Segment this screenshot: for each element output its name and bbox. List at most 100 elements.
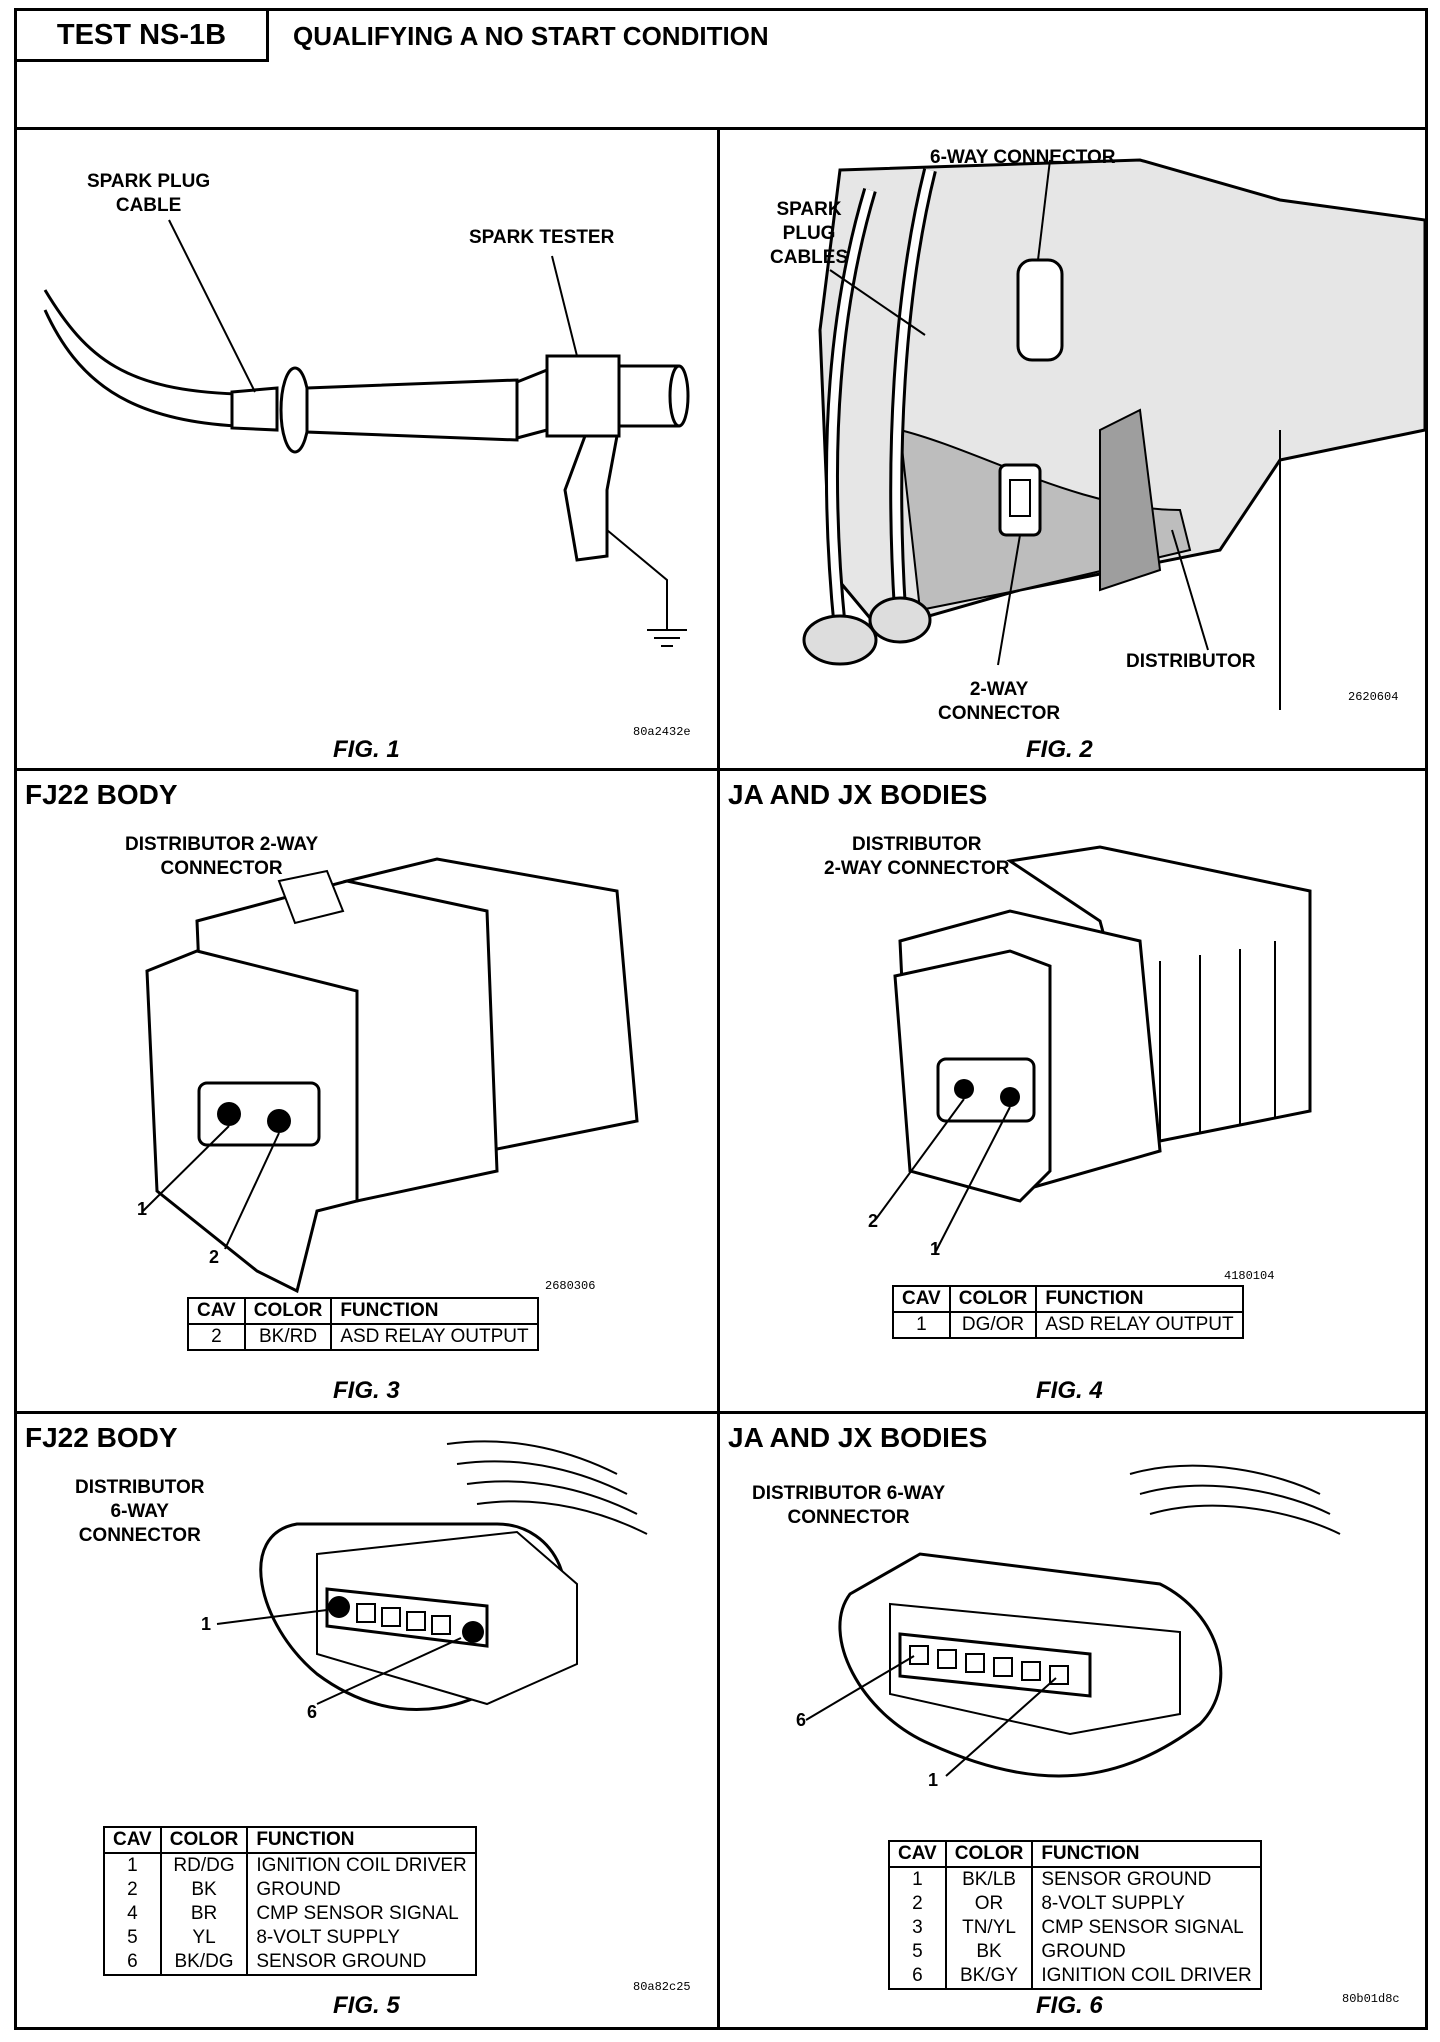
cell-cav: 6 [103,1950,162,1976]
page-header: TEST NS-1B QUALIFYING A NO START CONDITI… [17,11,1425,130]
fig4-caption: FIG. 4 [1036,1377,1103,1404]
cell-function: SENSOR GROUND [246,1950,477,1976]
fig4-code: 4180104 [1224,1269,1275,1283]
column-divider [717,127,720,2027]
fig4-pinout-table: CAV COLOR FUNCTION 1 DG/OR ASD RELAY OUT… [892,1285,1244,1339]
cell-function: GROUND [1031,1940,1262,1964]
header-cav: CAV [892,1285,951,1313]
fig6-code: 80b01d8c [1342,1992,1400,2006]
cell-color: BK/RD [243,1324,333,1351]
cell-cav: 2 [187,1324,246,1351]
fig5-connector-label: DISTRIBUTOR 6-WAY CONNECTOR [75,1477,205,1546]
cell-cav: 2 [103,1878,162,1902]
fig3-cavity-label-1: 1 [137,1199,148,1219]
distributor-illustration [802,158,1427,710]
cell-function: 8-VOLT SUPPLY [1031,1892,1262,1916]
fig1-panel: SPARK PLUG CABLE SPARK TESTER [17,130,717,768]
fig4-cavity-label-1: 1 [930,1239,941,1259]
fig6-cavity-label-1: 1 [928,1770,939,1790]
cell-cav: 5 [103,1926,162,1950]
cell-cav: 6 [888,1964,947,1990]
label-2-way-connector: 2-WAY CONNECTOR [938,679,1061,724]
fig3-connector-label: DISTRIBUTOR 2-WAY CONNECTOR [125,834,319,879]
cell-function: CMP SENSOR SIGNAL [246,1902,477,1926]
ja-jx-6-way-connector-drawing [805,1464,1341,1778]
fig2-panel: 6-WAY CONNECTOR SPARK PLUG CABLES 2-WAY … [720,130,1427,768]
cell-color: BK [944,1940,1034,1964]
fig6-connector-label: DISTRIBUTOR 6-WAY CONNECTOR [752,1483,946,1528]
fig4-connector-label: DISTRIBUTOR 2-WAY CONNECTOR [824,834,1010,879]
header-cav: CAV [888,1840,947,1868]
header-function: FUNCTION [246,1826,477,1854]
cell-function: GROUND [246,1878,477,1902]
table-header-row: CAV COLOR FUNCTION [187,1297,539,1325]
fig3-pinout-table: CAV COLOR FUNCTION 2 BK/RD ASD RELAY OUT… [187,1297,539,1351]
fig5-cavity-label-1: 1 [201,1614,212,1634]
cell-color: TN/YL [944,1916,1034,1940]
table-header-row: CAV COLOR FUNCTION [888,1840,1262,1868]
row-divider-2 [17,1411,1425,1414]
cell-function: IGNITION COIL DRIVER [1031,1964,1262,1990]
header-color: COLOR [948,1285,1038,1313]
fig6-cavity-label-6: 6 [796,1710,807,1730]
cell-function: SENSOR GROUND [1031,1867,1262,1892]
fj22-6-way-connector-drawing [216,1440,648,1712]
ja-jx-2-way-connector-drawing [875,845,1312,1252]
header-function: FUNCTION [1031,1840,1262,1868]
header-function: FUNCTION [330,1297,539,1325]
header-color: COLOR [159,1826,249,1854]
fig3-body-title: FJ22 BODY [25,779,178,810]
fj22-2-way-connector-drawing [142,857,639,1294]
label-spark-plug-cable: SPARK PLUG CABLE [87,171,211,216]
table-header-row: CAV COLOR FUNCTION [103,1826,477,1854]
fig2-caption: FIG. 2 [1026,736,1093,763]
cell-color: BK/DG [159,1950,249,1976]
cell-function: IGNITION COIL DRIVER [246,1853,477,1878]
cell-cav: 1 [888,1867,947,1892]
cell-color: YL [159,1926,249,1950]
cell-color: BK/LB [944,1867,1034,1892]
row-divider-1 [17,768,1425,771]
header-color: COLOR [944,1840,1034,1868]
header-function: FUNCTION [1035,1285,1244,1313]
fig3-panel: FJ22 BODY DISTRIBUTOR 2-WAY CONNECTOR 1 … [17,771,717,1411]
cell-cav: 2 [888,1892,947,1916]
cell-cav: 3 [888,1916,947,1940]
cell-color: BR [159,1902,249,1926]
fig5-body-title: FJ22 BODY [25,1422,178,1453]
fig4-cavity-label-2: 2 [868,1211,879,1231]
fig6-panel: JA AND JX BODIES DISTRIBUTOR 6-WAY CONNE… [720,1414,1425,2027]
fig5-panel: FJ22 BODY DISTRIBUTOR 6-WAY CONNECTOR 1 … [17,1414,717,2027]
fig3-cavity-label-2: 2 [209,1247,220,1267]
fig1-caption: FIG. 1 [333,736,400,763]
table-row: 1 DG/OR ASD RELAY OUTPUT [892,1312,1244,1339]
label-6-way-connector: 6-WAY CONNECTOR [930,147,1116,168]
fig6-body-title: JA AND JX BODIES [728,1422,988,1453]
label-spark-plug-cables: SPARK PLUG CABLES [770,199,849,268]
fig4-body-title: JA AND JX BODIES [728,779,988,810]
fig2-code: 2620604 [1348,690,1399,704]
fig6-caption: FIG. 6 [1036,1992,1103,2019]
label-distributor: DISTRIBUTOR [1126,651,1256,672]
fig3-caption: FIG. 3 [333,1377,400,1404]
service-manual-sheet: TEST NS-1B QUALIFYING A NO START CONDITI… [14,8,1428,2030]
cell-function: ASD RELAY OUTPUT [1035,1312,1244,1339]
fig4-panel: JA AND JX BODIES DISTRIBUTOR 2-WAY CONNE… [720,771,1425,1411]
spark-tester-illustration [43,219,690,647]
header-cav: CAV [187,1297,246,1325]
cell-color: OR [944,1892,1034,1916]
header-color: COLOR [243,1297,333,1325]
cell-function: ASD RELAY OUTPUT [330,1324,539,1351]
cell-function: CMP SENSOR SIGNAL [1031,1916,1262,1940]
cell-color: RD/DG [159,1853,249,1878]
